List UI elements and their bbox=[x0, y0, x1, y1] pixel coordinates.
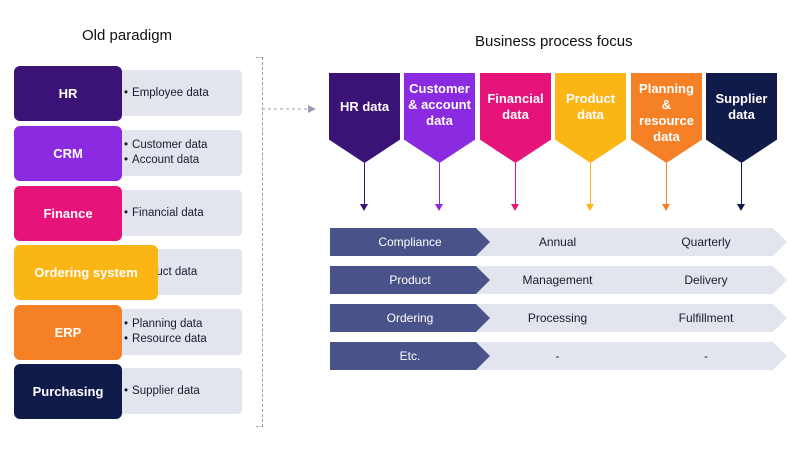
right-title: Business process focus bbox=[475, 33, 633, 50]
system-box: CRM bbox=[14, 126, 122, 181]
process-chevron-step: Annual bbox=[476, 228, 639, 256]
down-arrow-icon bbox=[360, 204, 368, 211]
system-data-list: Planning dataResource data bbox=[110, 309, 242, 355]
process-chevron-step: - bbox=[625, 342, 787, 370]
down-arrow-icon bbox=[586, 204, 594, 211]
down-arrow-line bbox=[439, 163, 440, 205]
focus-area: HR data bbox=[329, 73, 400, 163]
down-arrow-line bbox=[364, 163, 365, 205]
process-chevron-primary: Etc. bbox=[330, 342, 490, 370]
system-data-item: Financial data bbox=[124, 206, 242, 221]
system-data-item: Customer data bbox=[124, 138, 242, 153]
focus-area-label: Product data bbox=[565, 91, 616, 122]
process-chevron-step: Quarterly bbox=[625, 228, 787, 256]
system-data-item: Supplier data bbox=[124, 384, 242, 399]
system-data-item: Account data bbox=[124, 153, 242, 168]
down-arrow-line bbox=[590, 163, 591, 205]
focus-area: Supplier data bbox=[706, 73, 777, 163]
focus-area: Customer & account data bbox=[404, 73, 475, 163]
down-arrow-icon bbox=[737, 204, 745, 211]
process-chevron-primary: Ordering bbox=[330, 304, 490, 332]
focus-area: Product data bbox=[555, 73, 626, 163]
system-box: Purchasing bbox=[14, 364, 122, 419]
focus-area: Financial data bbox=[480, 73, 551, 163]
system-data-list: Customer dataAccount data bbox=[110, 130, 242, 176]
system-data-item: Resource data bbox=[124, 332, 242, 347]
system-box: ERP bbox=[14, 305, 122, 360]
process-chevron-step: Fulfillment bbox=[625, 304, 787, 332]
focus-area: Planning & resource data bbox=[631, 73, 702, 163]
down-arrow-icon bbox=[511, 204, 519, 211]
system-data-list: Supplier data bbox=[110, 368, 242, 414]
process-chevron-primary: Product bbox=[330, 266, 490, 294]
focus-area-label: Financial data bbox=[487, 91, 544, 122]
system-box: Ordering system bbox=[14, 245, 158, 300]
down-arrow-line bbox=[741, 163, 742, 205]
down-arrow-line bbox=[666, 163, 667, 205]
system-data-list: Employee data bbox=[110, 70, 242, 116]
system-data-item: Employee data bbox=[124, 86, 242, 101]
process-chevron-step: - bbox=[476, 342, 639, 370]
down-arrow-icon bbox=[662, 204, 670, 211]
focus-area-label: Planning & resource data bbox=[639, 81, 694, 144]
system-box: Finance bbox=[14, 186, 122, 241]
down-arrow-line bbox=[515, 163, 516, 205]
dashed-bracket bbox=[256, 57, 263, 427]
process-chevron-step: Management bbox=[476, 266, 639, 294]
process-chevron-primary: Compliance bbox=[330, 228, 490, 256]
process-chevron-step: Delivery bbox=[625, 266, 787, 294]
focus-area-label: Customer & account data bbox=[408, 81, 471, 128]
down-arrow-icon bbox=[435, 204, 443, 211]
system-box: HR bbox=[14, 66, 122, 121]
left-title: Old paradigm bbox=[82, 27, 173, 44]
focus-area-label: Supplier data bbox=[715, 91, 768, 122]
process-chevron-step: Processing bbox=[476, 304, 639, 332]
system-data-item: Planning data bbox=[124, 317, 242, 332]
system-data-list: Financial data bbox=[110, 190, 242, 236]
focus-area-label: HR data bbox=[339, 99, 390, 114]
